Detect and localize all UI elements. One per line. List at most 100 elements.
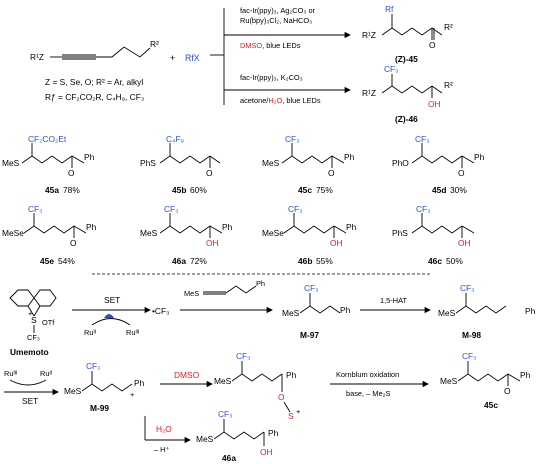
svg-text:Ph: Ph xyxy=(256,279,265,288)
product-46-label: (Z)-46 xyxy=(395,114,418,124)
svg-text:45c: 45c xyxy=(298,185,312,195)
svg-text:60%: 60% xyxy=(190,185,207,195)
svg-text:CF₃: CF₃ xyxy=(304,283,319,293)
svg-text:Ruᴵᴵᴵ: Ruᴵᴵᴵ xyxy=(4,369,17,378)
dmso-solvent: DMSO xyxy=(240,41,262,50)
svg-text:CF₃: CF₃ xyxy=(236,351,251,361)
bottom-conditions-line2: acetone/H₂O, blue LEDs xyxy=(240,96,321,105)
svg-text:45a: 45a xyxy=(45,185,59,195)
svg-text:– H⁺: – H⁺ xyxy=(154,445,170,454)
svg-text:1,5-HAT: 1,5-HAT xyxy=(380,296,407,305)
svg-text:O: O xyxy=(328,168,335,178)
svg-text:Ph: Ph xyxy=(86,222,97,232)
svg-text:R¹Z: R¹Z xyxy=(362,30,376,40)
umemoto-reagent: S + OTf CF₃ Umemoto xyxy=(9,289,57,357)
svg-text:78%: 78% xyxy=(63,185,80,195)
svg-text:PhS: PhS xyxy=(392,228,408,238)
z-definition: Z = S, Se, O; R² = Ar, alkyl xyxy=(45,77,143,87)
product-45-label: (Z)-45 xyxy=(395,54,418,64)
umemoto-label: Umemoto xyxy=(10,347,49,357)
top-conditions-line2: Ru(bpy)₃Cl₂, NaHCO₃ xyxy=(240,16,312,25)
svg-text:OH: OH xyxy=(428,99,441,109)
svg-text:MeS: MeS xyxy=(140,228,158,238)
svg-text:OH: OH xyxy=(458,238,471,248)
product-46a: MeS CF₃ OH Ph 46a 72% xyxy=(140,204,233,266)
final-product-45c: MeS CF₃ O Ph 45c xyxy=(440,351,531,410)
intermediate-m97: MeS CF₃ Ph M-97 xyxy=(282,283,351,340)
svg-text:Ph: Ph xyxy=(286,370,297,380)
svg-text:CF₃: CF₃ xyxy=(460,283,475,293)
starting-alkyne: R¹Z R² xyxy=(30,39,159,62)
svg-text:PhS: PhS xyxy=(140,158,156,168)
water-cosolvent: H₂O xyxy=(268,96,282,105)
svg-text:Ph: Ph xyxy=(268,428,279,438)
substrate-r2: R² xyxy=(150,39,159,49)
svg-text:Ph: Ph xyxy=(222,222,233,232)
svg-text:46a: 46a xyxy=(222,453,236,463)
plus-sign: + xyxy=(170,53,175,63)
svg-text:50%: 50% xyxy=(446,256,463,266)
svg-text:SET: SET xyxy=(104,295,120,305)
svg-text:PhO: PhO xyxy=(392,158,409,168)
svg-text:OH: OH xyxy=(330,238,343,248)
svg-text:46c: 46c xyxy=(428,256,442,266)
svg-text:Ruᴵᴵᴵ: Ruᴵᴵᴵ xyxy=(126,328,139,337)
svg-text:72%: 72% xyxy=(190,256,207,266)
svg-text:Ruᴵᴵ: Ruᴵᴵ xyxy=(84,328,96,337)
substrate-r1z: R¹Z xyxy=(30,52,44,62)
svg-text:54%: 54% xyxy=(58,256,75,266)
svg-text:Ruᴵᴵ: Ruᴵᴵ xyxy=(40,369,52,378)
svg-text:46a: 46a xyxy=(172,256,186,266)
alkoxysulfonium-intermediate: MeS CF₃ Ph O S + xyxy=(214,351,300,421)
svg-text:CF₃: CF₃ xyxy=(285,134,300,144)
top-conditions-line1: fac-Ir(ppy)₃, Ag₂CO₃ or xyxy=(240,6,316,15)
product-45d: PhO CF₃ O Ph 45d 30% xyxy=(392,134,485,195)
ru-cycle-arc xyxy=(91,318,131,326)
svg-text:CF₃: CF₃ xyxy=(27,333,40,342)
svg-text:Ph: Ph xyxy=(84,152,95,162)
svg-text:MeS: MeS xyxy=(214,376,232,386)
svg-text:O: O xyxy=(504,386,511,396)
light-bulb-icon xyxy=(104,314,114,318)
svg-text:DMSO: DMSO xyxy=(174,370,200,380)
svg-text:R²: R² xyxy=(444,22,453,32)
svg-text:CF₃: CF₃ xyxy=(384,64,399,74)
svg-text:OH: OH xyxy=(206,238,219,248)
svg-text:45b: 45b xyxy=(172,185,186,195)
svg-text:base, – Me₂S: base, – Me₂S xyxy=(346,389,390,398)
svg-text:O: O xyxy=(458,168,465,178)
svg-text:CF₃: CF₃ xyxy=(164,204,179,214)
intermediate-m99: MeS CF₃ Ph + M-99 xyxy=(64,361,145,413)
product-46c: PhS CF₃ OH 46c 50% xyxy=(392,204,475,266)
svg-text:45c: 45c xyxy=(484,400,498,410)
svg-text:MeS: MeS xyxy=(184,289,199,298)
svg-text:MeS: MeS xyxy=(282,308,300,318)
intermediate-m98: MeS CF₃ Ph M-98 xyxy=(438,283,536,340)
svg-text:MeS: MeS xyxy=(196,434,214,444)
bottom-conditions-line1: fac-Ir(ppy)₃, K₂CO₃ xyxy=(240,73,303,82)
svg-text:O: O xyxy=(429,40,436,50)
svg-text:M-97: M-97 xyxy=(300,330,319,340)
final-product-46a: MeS CF₃ Ph OH 46a xyxy=(196,409,279,463)
svg-text:45e: 45e xyxy=(40,256,54,266)
s-plus-charge: + xyxy=(28,309,32,318)
svg-text:30%: 30% xyxy=(450,185,467,195)
rfx-reagent: RfX xyxy=(185,53,200,63)
svg-text:Ph: Ph xyxy=(134,378,145,388)
svg-text:O: O xyxy=(70,238,77,248)
svg-text:M-98: M-98 xyxy=(462,330,481,340)
svg-text:SET: SET xyxy=(22,396,38,406)
svg-text:MeSe: MeSe xyxy=(262,228,284,238)
svg-text:O: O xyxy=(206,168,213,178)
product-46-structure: R¹Z CF₃ OH R² (Z)-46 xyxy=(362,64,453,124)
svg-text:R¹Z: R¹Z xyxy=(362,88,376,98)
svg-text:H₂O: H₂O xyxy=(156,424,172,434)
product-46b: MeSe CF₃ OH Ph 46b 55% xyxy=(262,204,357,266)
cf3-radical: •CF₃ xyxy=(152,306,170,316)
svg-text:Ph: Ph xyxy=(520,370,531,380)
svg-text:R²: R² xyxy=(444,80,453,90)
svg-text:O: O xyxy=(68,168,75,178)
svg-text:MeS: MeS xyxy=(262,158,280,168)
svg-text:S: S xyxy=(31,315,37,325)
product-45-structure: R¹Z Rf O R² (Z)-45 xyxy=(362,4,453,64)
